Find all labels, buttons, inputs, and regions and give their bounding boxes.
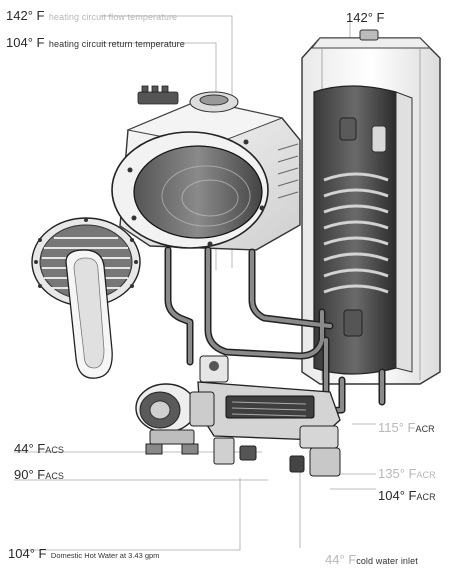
leader-dhw bbox=[18, 478, 241, 551]
burner-door bbox=[31, 217, 141, 379]
return-temp-value: 104° F bbox=[6, 35, 45, 50]
flow-temp-label: heating circuit flow temperature bbox=[48, 12, 178, 22]
hydraulic-group bbox=[135, 355, 341, 477]
dhw-label: Domestic Hot Water at 3.43 gpm bbox=[50, 551, 160, 560]
tank-top-fitting bbox=[359, 29, 379, 41]
cold-inlet-label: cold water inlet bbox=[356, 556, 418, 566]
valves bbox=[145, 425, 341, 477]
acr-3-suffix: ACR bbox=[416, 492, 436, 502]
acr-2-value: 135° F bbox=[378, 466, 417, 481]
dhw-callout: 104° F Domestic Hot Water at 3.43 gpm bbox=[8, 546, 159, 562]
acr-1-suffix: ACR bbox=[415, 424, 435, 434]
acs-lower-value: 90° F bbox=[14, 467, 46, 482]
acr-2-suffix: ACR bbox=[416, 470, 436, 480]
drum-opening bbox=[133, 145, 263, 239]
cold-inlet-value: 44° F bbox=[325, 552, 357, 567]
flow-temp-value: 142° F bbox=[6, 8, 45, 23]
heating-coil bbox=[323, 172, 389, 294]
cold-inlet-callout: 44° Fcold water inlet bbox=[325, 552, 418, 568]
acs-lower-suffix: ACS bbox=[45, 471, 65, 481]
acr-3-value: 104° F bbox=[378, 488, 417, 503]
hot-water-tank bbox=[301, 29, 441, 385]
dhw-value: 104° F bbox=[8, 546, 47, 561]
boiler-body bbox=[111, 85, 301, 251]
acr-1-callout: 115° FACR bbox=[378, 420, 435, 436]
acs-lower-callout: 90° FACS bbox=[14, 467, 64, 483]
tank-top-rim bbox=[310, 37, 432, 49]
return-temp-label: heating circuit return temperature bbox=[48, 39, 185, 49]
acs-upper-value: 44° F bbox=[14, 441, 46, 456]
return-temp-callout: 104° F heating circuit return temperatur… bbox=[6, 35, 185, 51]
circulator-pump bbox=[135, 383, 215, 433]
tank-top-value: 142° F bbox=[346, 10, 385, 25]
acr-3-callout: 104° FACR bbox=[378, 488, 436, 504]
flow-temp-callout: 142° F heating circuit flow temperature bbox=[6, 8, 177, 24]
acs-upper-suffix: ACS bbox=[45, 445, 65, 455]
top-connector bbox=[137, 85, 179, 105]
acs-upper-callout: 44° FACS bbox=[14, 441, 64, 457]
tank-top-callout: 142° F bbox=[346, 10, 384, 26]
acr-2-callout: 135° FACR bbox=[378, 466, 436, 482]
acr-1-value: 115° F bbox=[378, 420, 416, 435]
